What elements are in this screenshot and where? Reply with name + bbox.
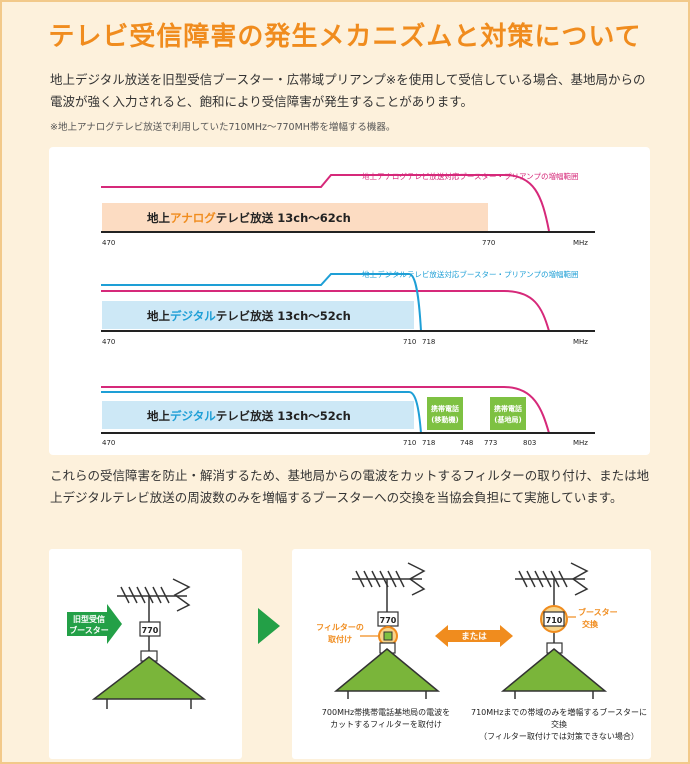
house-wall-right: [514, 691, 594, 699]
band-label-analog: 地上アナログテレビ放送 13ch～62ch: [147, 211, 351, 225]
house-roof: [91, 656, 207, 700]
footnote: ※地上アナログテレビ放送で利用していた710MHz～770MH帯を増幅する機器。: [50, 122, 396, 133]
countermeasure-illustration: 770 フィルターの 取付け または 710 ブー: [316, 562, 618, 699]
filter-icon: [383, 631, 393, 641]
tick-710-p2: 710: [403, 338, 416, 346]
countermeasure-panel: 770 フィルターの 取付け または 710 ブー: [292, 549, 651, 759]
range-curve-analog: [101, 174, 550, 232]
house-roof-left: [333, 648, 441, 692]
frequency-chart: 地上アナログテレビ放送対応ブースター・プリアンプの増幅範囲 地上アナログテレビ放…: [49, 147, 650, 455]
frequency-chart-svg: 地上アナログテレビ放送対応ブースター・プリアンプの増幅範囲 地上アナログテレビ放…: [101, 171, 595, 447]
caption-filter-line-2: カットするフィルターを取付け: [330, 720, 442, 729]
booster-arrow-label-1: 旧型受信: [73, 614, 105, 624]
range-label-analog: 地上アナログテレビ放送対応ブースター・プリアンプの増幅範囲: [362, 171, 578, 181]
intro-paragraph: 地上デジタル放送を旧型受信ブースター・広帯域プリアンプ※を使用して受信している場…: [50, 72, 646, 109]
mobile-band-base-label-1: 携帯電話: [494, 404, 522, 413]
booster-label-2: 交換: [582, 619, 599, 629]
antenna-icon: [515, 562, 589, 645]
booster-arrow-label-2: ブースター: [69, 625, 109, 635]
tick-718-p3: 718: [422, 439, 435, 447]
transition-arrow: [258, 608, 280, 644]
band-label-digital: 地上デジタルテレビ放送 13ch～52ch: [147, 309, 351, 323]
range-curve-analog-p2: [101, 290, 550, 332]
range-curve-digital: [101, 273, 422, 332]
house-wall: [106, 699, 192, 709]
booster-box-770-label: 770: [142, 626, 159, 635]
tick-710-p3: 710: [403, 439, 416, 447]
mobile-band-terminal-label-1: 携帯電話: [431, 404, 459, 413]
caption-booster-line-2: （フィルター取付けでは対策できない場合）: [479, 732, 639, 741]
new-booster-box-label: 710: [546, 616, 563, 625]
tick-470-p2: 470: [102, 338, 115, 346]
tick-803-p3: 803: [523, 439, 536, 447]
filter-label-1: フィルターの: [316, 622, 364, 632]
filter-booster-box-label: 770: [380, 616, 397, 625]
tick-748-p3: 748: [460, 439, 473, 447]
mobile-band-base: [490, 397, 526, 430]
chart-panel-analog: 地上アナログテレビ放送対応ブースター・プリアンプの増幅範囲 地上アナログテレビ放…: [101, 171, 595, 247]
new-booster-box: [543, 611, 565, 627]
booster-label-1: ブースター: [578, 607, 618, 617]
house-roof-right: [500, 648, 608, 692]
range-curve-digital-p3: [101, 391, 422, 434]
old-booster-panel: 770 旧型受信 ブースター: [49, 549, 242, 759]
old-booster-illustration: 770 旧型受信 ブースター: [67, 578, 207, 709]
tick-mhz-p2: MHz: [573, 338, 588, 346]
caption-booster: 710MHzまでの帯域のみを増幅するブースターに交換 （フィルター取付けでは対策…: [468, 707, 650, 743]
band-bar-analog: [102, 203, 488, 231]
chart-panel-mobile: 地上デジタルテレビ放送 13ch～52ch 携帯電話 (移動機) 携帯電話 (基…: [101, 386, 595, 447]
tick-470-p3: 470: [102, 439, 115, 447]
filter-label-2: 取付け: [328, 634, 352, 644]
tick-470-p1: 470: [102, 239, 115, 247]
countermeasure-paragraph: これらの受信障害を防止・解消するため、基地局からの電波をカットするフィルターの取…: [50, 468, 650, 505]
range-label-digital: 地上デジタルテレビ放送対応ブースター・プリアンプの増幅範囲: [362, 269, 578, 279]
chart-panel-digital: 地上デジタルテレビ放送対応ブースター・プリアンプの増幅範囲 地上デジタルテレビ放…: [101, 269, 595, 346]
booster-box-770: [139, 621, 161, 637]
caption-filter-line-1: 700MHz帯携帯電話基地局の電波を: [321, 708, 451, 717]
house-wall-left: [347, 691, 427, 699]
booster-arrow: [67, 604, 122, 644]
caption-booster-line-1: 710MHzまでの帯域のみを増幅するブースターに交換: [471, 708, 647, 729]
tick-mhz-p3: MHz: [573, 439, 588, 447]
band-label-digital-p3: 地上デジタルテレビ放送 13ch～52ch: [147, 409, 351, 423]
mobile-band-terminal-label-2: (移動機): [431, 415, 458, 424]
band-bar-digital-p3: [102, 401, 414, 429]
tick-mhz-p1: MHz: [573, 239, 588, 247]
or-label: または: [461, 631, 487, 642]
mobile-band-base-label-2: (基地局): [494, 415, 521, 424]
tick-718-p2: 718: [422, 338, 435, 346]
or-arrow: [435, 625, 513, 647]
antenna-icon: [117, 578, 191, 659]
tick-773-p3: 773: [484, 439, 497, 447]
page-title: テレビ受信障害の発生メカニズムと対策について: [48, 22, 642, 52]
range-curve-analog-p3: [101, 386, 550, 434]
caption-filter: 700MHz帯携帯電話基地局の電波を カットするフィルターを取付け: [296, 707, 476, 731]
band-bar-digital: [102, 301, 414, 329]
tick-770-p1: 770: [482, 239, 495, 247]
mobile-band-terminal: [427, 397, 463, 430]
